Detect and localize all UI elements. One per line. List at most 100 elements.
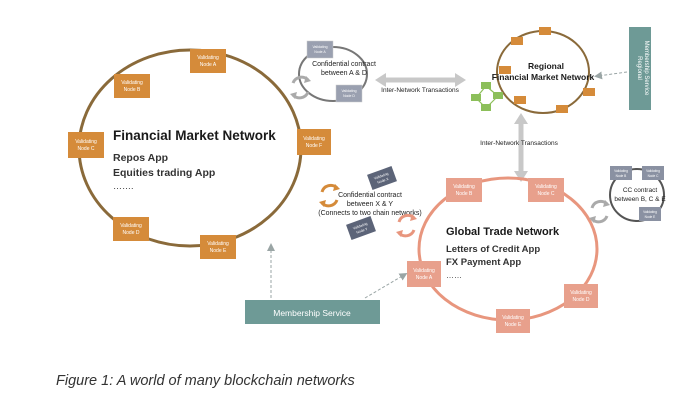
contract-xy-line2: between X & Y xyxy=(347,201,394,208)
inter-network-link-horizontal: Inter-Network Transactions xyxy=(375,73,466,94)
global-app-letters-of-credit: Letters of Credit App xyxy=(446,244,540,255)
svg-text:Validating: Validating xyxy=(341,89,356,93)
svg-text:Validating: Validating xyxy=(121,80,143,86)
validating-node-e: Validating Node E xyxy=(200,235,236,259)
contract-node-c: Validating Node C xyxy=(642,166,664,180)
svg-text:Validating: Validating xyxy=(646,169,660,173)
svg-text:Node A: Node A xyxy=(200,62,217,68)
regional-node xyxy=(583,88,595,96)
global-node-c: Validating Node C xyxy=(528,178,564,202)
contract-cc-line2: between B, C & E xyxy=(614,196,666,203)
svg-text:Node D: Node D xyxy=(343,94,355,98)
svg-text:Node A: Node A xyxy=(416,275,433,281)
contract-ad-line1: Confidential contract xyxy=(312,61,376,68)
global-trade-network: Global Trade Network Letters of Credit A… xyxy=(407,176,599,333)
regional-node xyxy=(514,96,526,104)
svg-text:Validating: Validating xyxy=(453,184,475,190)
svg-text:Validating: Validating xyxy=(353,222,369,231)
svg-text:Node D: Node D xyxy=(573,297,590,303)
svg-text:Validating: Validating xyxy=(75,139,97,145)
regional-membership-arrow xyxy=(594,71,628,80)
contract-ad-line2: between A & D xyxy=(321,70,367,77)
validating-node-f: Validating Node F xyxy=(297,129,331,155)
inter-network-label-2: Inter-Network Transactions xyxy=(480,140,558,147)
svg-text:Node C: Node C xyxy=(648,174,660,178)
svg-text:Node C: Node C xyxy=(538,191,555,197)
validating-node-d: Validating Node D xyxy=(113,217,149,241)
svg-text:Validating: Validating xyxy=(197,55,219,61)
svg-text:Node F: Node F xyxy=(306,143,322,149)
validating-node-a: Validating Node A xyxy=(190,49,226,73)
validating-node-b: Validating Node B xyxy=(114,74,150,98)
svg-text:Node X: Node X xyxy=(377,177,390,185)
contract-xy-line3: (Connects to two chain networks) xyxy=(318,210,422,217)
financial-app-repos: Repos App xyxy=(113,152,168,164)
sync-icon xyxy=(396,213,417,238)
inter-network-label-1: Inter-Network Transactions xyxy=(381,87,459,94)
membership-service-label: Membership Service xyxy=(273,308,351,318)
regional-membership-line1: Regional xyxy=(636,56,642,80)
svg-text:Validating: Validating xyxy=(502,315,524,321)
svg-text:Node C: Node C xyxy=(78,146,95,152)
financial-app-more: ……. xyxy=(113,181,134,191)
contract-node-b: Validating Node B xyxy=(610,166,632,180)
svg-text:Validating: Validating xyxy=(303,136,325,142)
svg-text:Validating: Validating xyxy=(535,184,557,190)
contract-node-d: Validating Node D xyxy=(335,84,363,103)
contract-a-d: Validating Node A Validating Node D Conf… xyxy=(290,40,376,103)
financial-network-title: Financial Market Network xyxy=(113,128,276,143)
regional-financial-market-network: Regional Financial Market Network xyxy=(471,27,595,114)
contract-x-y: Validating Node X Validating Node Y Conf… xyxy=(318,166,422,240)
sync-icon xyxy=(589,199,610,224)
contract-node-y: Validating Node Y xyxy=(346,216,376,240)
regional-network-title-line1: Regional xyxy=(528,61,564,71)
global-node-e: Validating Node E xyxy=(496,309,530,333)
svg-text:Validating: Validating xyxy=(413,268,435,274)
global-node-a: Validating Node A xyxy=(407,261,441,287)
global-app-more: …… xyxy=(446,271,462,280)
regional-node xyxy=(499,66,511,74)
svg-text:Node B: Node B xyxy=(124,87,141,93)
financial-network-ring xyxy=(77,48,303,248)
regional-network-title-line2: Financial Market Network xyxy=(492,72,595,82)
global-node-b: Validating Node B xyxy=(446,178,482,202)
sync-icon xyxy=(319,183,340,208)
regional-node xyxy=(539,27,551,35)
svg-text:Node B: Node B xyxy=(456,191,473,197)
contract-b-c-e: Validating Node B Validating Node C Vali… xyxy=(589,166,666,224)
svg-text:Validating: Validating xyxy=(374,172,390,181)
svg-text:Node E: Node E xyxy=(210,248,227,254)
svg-text:Node B: Node B xyxy=(616,174,627,178)
svg-text:Validating: Validating xyxy=(312,45,327,49)
sync-icon xyxy=(290,75,311,100)
global-app-fx-payment: FX Payment App xyxy=(446,257,521,268)
financial-app-equities: Equities trading App xyxy=(113,167,215,179)
regional-node xyxy=(511,37,523,45)
membership-arrow-right xyxy=(364,272,408,299)
inter-network-link-vertical: Inter-Network Transactions xyxy=(480,113,559,182)
svg-text:Validating: Validating xyxy=(207,241,229,247)
regional-membership-line2: Membership Service xyxy=(643,41,649,96)
svg-text:Validating: Validating xyxy=(120,223,142,229)
global-node-d: Validating Node D xyxy=(564,284,598,308)
green-sub-network xyxy=(471,82,503,111)
figure-caption: Figure 1: A world of many blockchain net… xyxy=(56,373,355,389)
membership-service[interactable]: Membership Service xyxy=(245,300,380,324)
svg-text:Node Y: Node Y xyxy=(356,227,369,235)
contract-cc-line1: CC contract xyxy=(623,187,658,194)
regional-node xyxy=(556,105,568,113)
validating-node-c: Validating Node C xyxy=(68,132,104,158)
svg-text:Node E: Node E xyxy=(645,215,656,219)
contract-node-a: Validating Node A xyxy=(306,40,334,59)
contract-node-e: Validating Node E xyxy=(639,207,661,221)
svg-text:Node D: Node D xyxy=(123,230,140,236)
financial-market-network: Financial Market Network Repos App Equit… xyxy=(68,48,331,259)
svg-text:Node A: Node A xyxy=(314,50,326,54)
regional-membership-service[interactable]: Regional Membership Service xyxy=(629,27,651,110)
contract-node-x: Validating Node X xyxy=(367,166,397,190)
svg-text:Validating: Validating xyxy=(570,290,592,296)
svg-text:Validating: Validating xyxy=(643,210,657,214)
contract-xy-line1: Confidential contract xyxy=(338,192,402,199)
global-network-title: Global Trade Network xyxy=(446,226,560,238)
